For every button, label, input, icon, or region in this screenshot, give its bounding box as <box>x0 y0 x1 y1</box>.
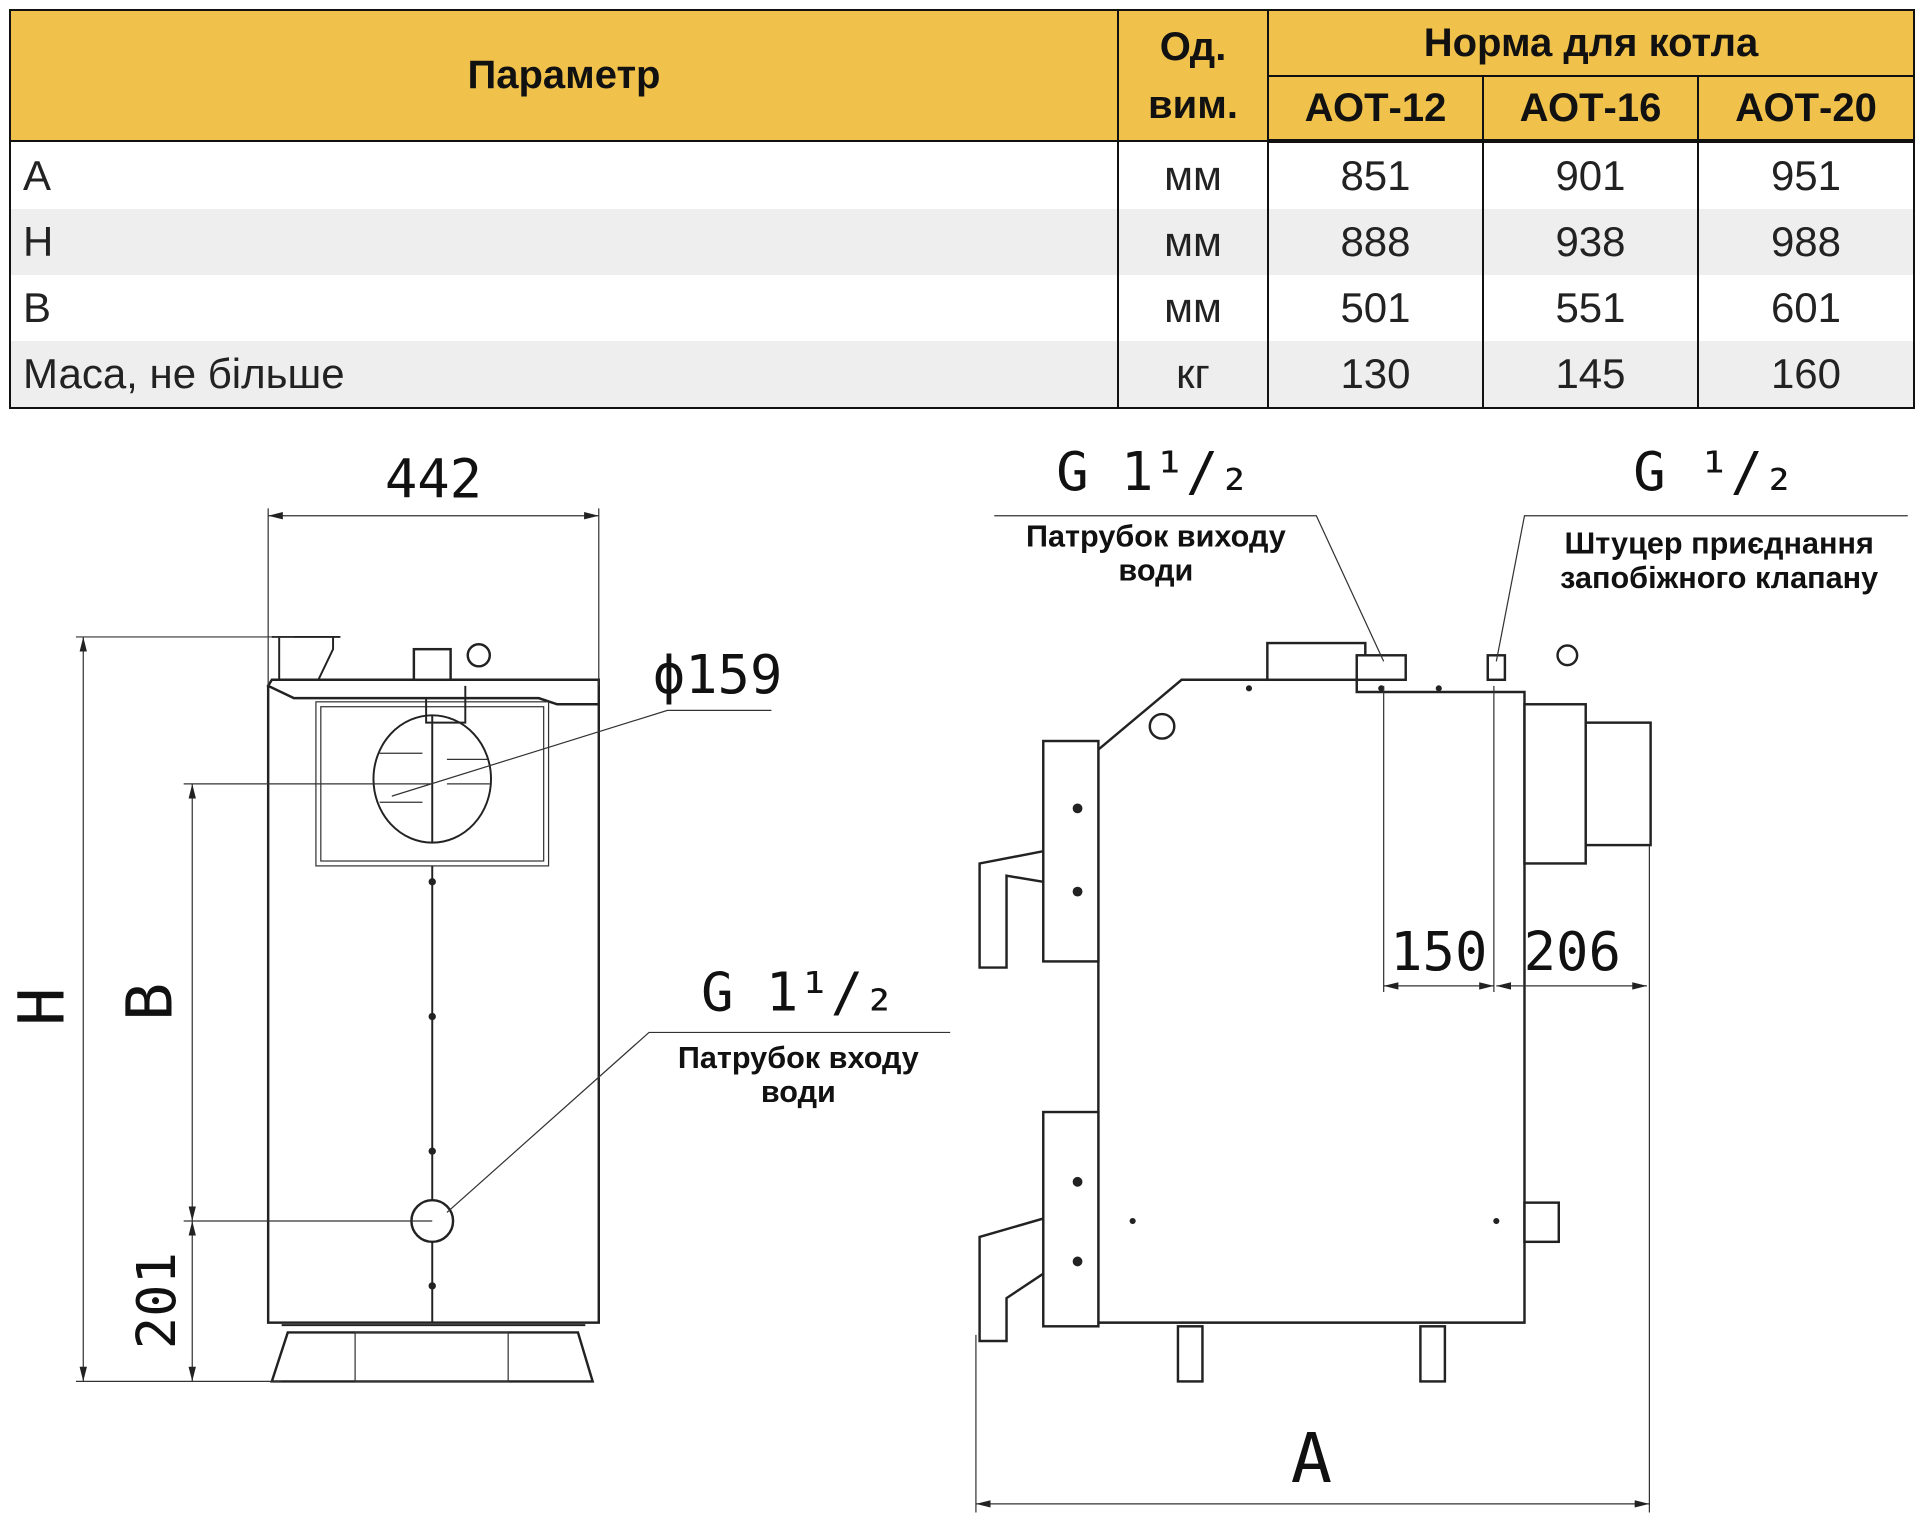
valve-label: запобіжного клапану <box>1560 561 1878 595</box>
outlet-label: води <box>1118 554 1193 588</box>
param-cell: H <box>9 209 1119 275</box>
value-cell: 501 <box>1267 275 1484 341</box>
header-model: АОТ-20 <box>1697 75 1915 143</box>
inlet-label: води <box>761 1075 836 1109</box>
value-cell: 130 <box>1267 341 1484 409</box>
table-row: H мм 888 938 988 <box>9 209 1915 275</box>
table-row: B мм 501 551 601 <box>9 275 1915 341</box>
dim-206: 206 <box>1524 920 1621 983</box>
valve-label: Штуцер приєднання <box>1565 527 1874 561</box>
value-cell: 988 <box>1697 209 1915 275</box>
boiler-body-side <box>1097 678 1526 1324</box>
outlet-thread: G 1¹/₂ <box>1056 440 1251 503</box>
header-model: АОТ-16 <box>1482 75 1699 143</box>
unit-cell: мм <box>1117 141 1269 209</box>
dim-a: A <box>1291 1419 1332 1499</box>
unit-cell: мм <box>1117 275 1269 341</box>
value-cell: 938 <box>1482 209 1699 275</box>
valve-thread: G ¹/₂ <box>1633 440 1795 503</box>
outlet-label: Патрубок виходу <box>1026 519 1286 553</box>
spec-table: Параметр Од. вим. Норма для котла АОТ-12… <box>9 9 1915 409</box>
value-cell: 551 <box>1482 275 1699 341</box>
value-cell: 601 <box>1697 275 1915 341</box>
header-model: АОТ-12 <box>1267 75 1484 143</box>
value-cell: 145 <box>1482 341 1699 409</box>
table-row: A мм 851 901 951 <box>9 141 1915 209</box>
value-cell: 851 <box>1267 141 1484 209</box>
front-view: 442 H B 201 ϕ159 G 1¹/₂ Патрубок входу в… <box>6 447 951 1383</box>
header-unit: Од. вим. <box>1117 9 1269 142</box>
header-parameter: Параметр <box>9 9 1119 142</box>
value-cell: 888 <box>1267 209 1484 275</box>
dim-b: B <box>113 983 187 1021</box>
upper-door <box>1042 739 1100 963</box>
dim-150: 150 <box>1390 920 1487 983</box>
value-cell: 951 <box>1697 141 1915 209</box>
param-cell: A <box>9 141 1119 209</box>
param-cell: B <box>9 275 1119 341</box>
inlet-thread: G 1¹/₂ <box>701 960 896 1023</box>
header-norm: Норма для котла <box>1267 9 1915 77</box>
inlet-label: Патрубок входу <box>678 1041 919 1075</box>
dim-201: 201 <box>125 1252 188 1349</box>
value-cell: 901 <box>1482 141 1699 209</box>
dim-width: 442 <box>385 447 482 510</box>
value-cell: 160 <box>1697 341 1915 409</box>
dim-flue: ϕ159 <box>653 643 783 706</box>
unit-cell: кг <box>1117 341 1269 409</box>
table-row: Маса, не більше кг 130 145 160 <box>9 341 1915 409</box>
lower-door <box>1042 1110 1100 1328</box>
flue-pipe <box>1584 721 1652 847</box>
unit-cell: мм <box>1117 209 1269 275</box>
dim-h: H <box>6 988 80 1026</box>
side-view: 150 206 A G 1¹/₂ Патрубок виходу води G … <box>975 440 1908 1513</box>
param-cell: Маса, не більше <box>9 341 1119 409</box>
